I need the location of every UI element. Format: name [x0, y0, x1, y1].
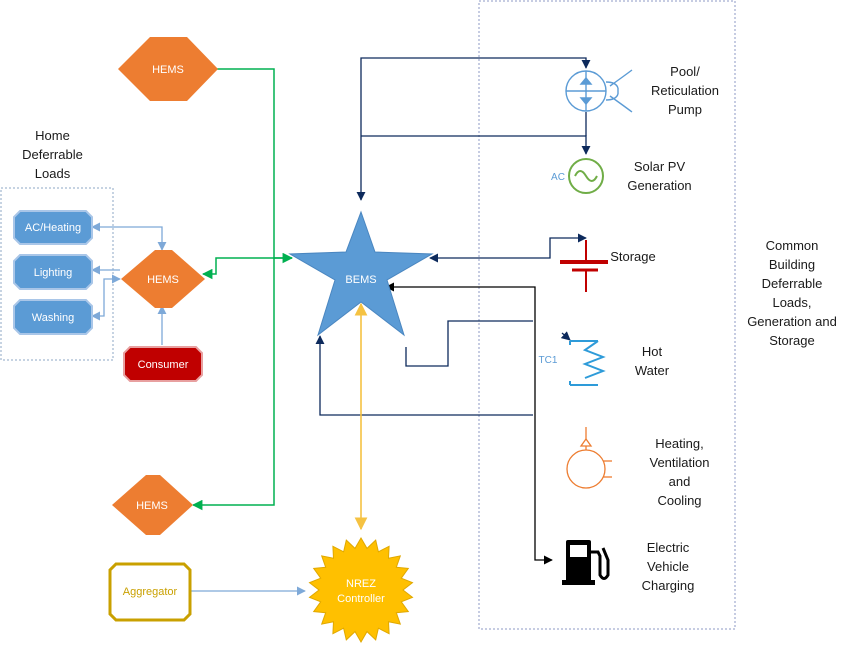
bems-node[interactable]: BEMS [288, 210, 434, 337]
hems-top-node[interactable]: HEMS [118, 37, 218, 101]
nrez-controller-node[interactable]: NREZ Controller [308, 536, 414, 644]
home-loads-title: Home Deferrable Loads [22, 128, 83, 181]
ac-heating-label: AC/Heating [25, 222, 81, 234]
heating-coil-icon: TC1 [539, 340, 606, 386]
solar-ac-tag: AC [551, 172, 565, 183]
common-loads-title: Common Building Deferrable Loads, Genera… [747, 238, 837, 348]
consumer-label: Consumer [138, 359, 189, 371]
washing-label: Washing [32, 312, 74, 324]
green-links [191, 63, 294, 511]
pool-pump-label: Pool/ Reticulation Pump [651, 64, 719, 117]
pump-icon [565, 69, 633, 113]
ac-source-icon: AC [551, 158, 604, 194]
hems-middle-node[interactable]: HEMS [121, 250, 205, 308]
battery-icon [560, 240, 608, 292]
hems-middle-label: HEMS [147, 274, 179, 286]
aggregator-label: Aggregator [123, 586, 178, 598]
hems-bottom-node[interactable]: HEMS [112, 475, 193, 535]
hems-bottom-label: HEMS [136, 500, 168, 512]
ev-charging-label: Electric Vehicle Charging [641, 540, 695, 593]
hot-water-tag: TC1 [539, 355, 558, 366]
hot-water-label: Hot Water [634, 344, 670, 378]
lighting-load[interactable]: Lighting [13, 254, 93, 290]
hems-top-label: HEMS [152, 64, 184, 76]
home-loads-group-box [0, 187, 114, 361]
nrez-label-line2: Controller [337, 593, 385, 605]
hvac-label: Heating, Ventilation and Cooling [649, 436, 710, 508]
nrez-label-line1: NREZ [346, 578, 376, 590]
storage-label: Storage [610, 249, 656, 264]
aggregator-node[interactable]: Aggregator [108, 562, 192, 622]
home-load-links [91, 222, 306, 596]
washing-load[interactable]: Washing [13, 299, 93, 335]
ac-heating-load[interactable]: AC/Heating [13, 210, 93, 245]
consumer-node[interactable]: Consumer [123, 346, 203, 382]
bems-label: BEMS [345, 274, 376, 286]
lighting-label: Lighting [34, 267, 73, 279]
solar-pv-label: Solar PV Generation [627, 159, 692, 193]
hvac-unit-icon [566, 427, 612, 489]
building-device-links [315, 57, 591, 565]
fuel-pump-icon [562, 540, 610, 585]
